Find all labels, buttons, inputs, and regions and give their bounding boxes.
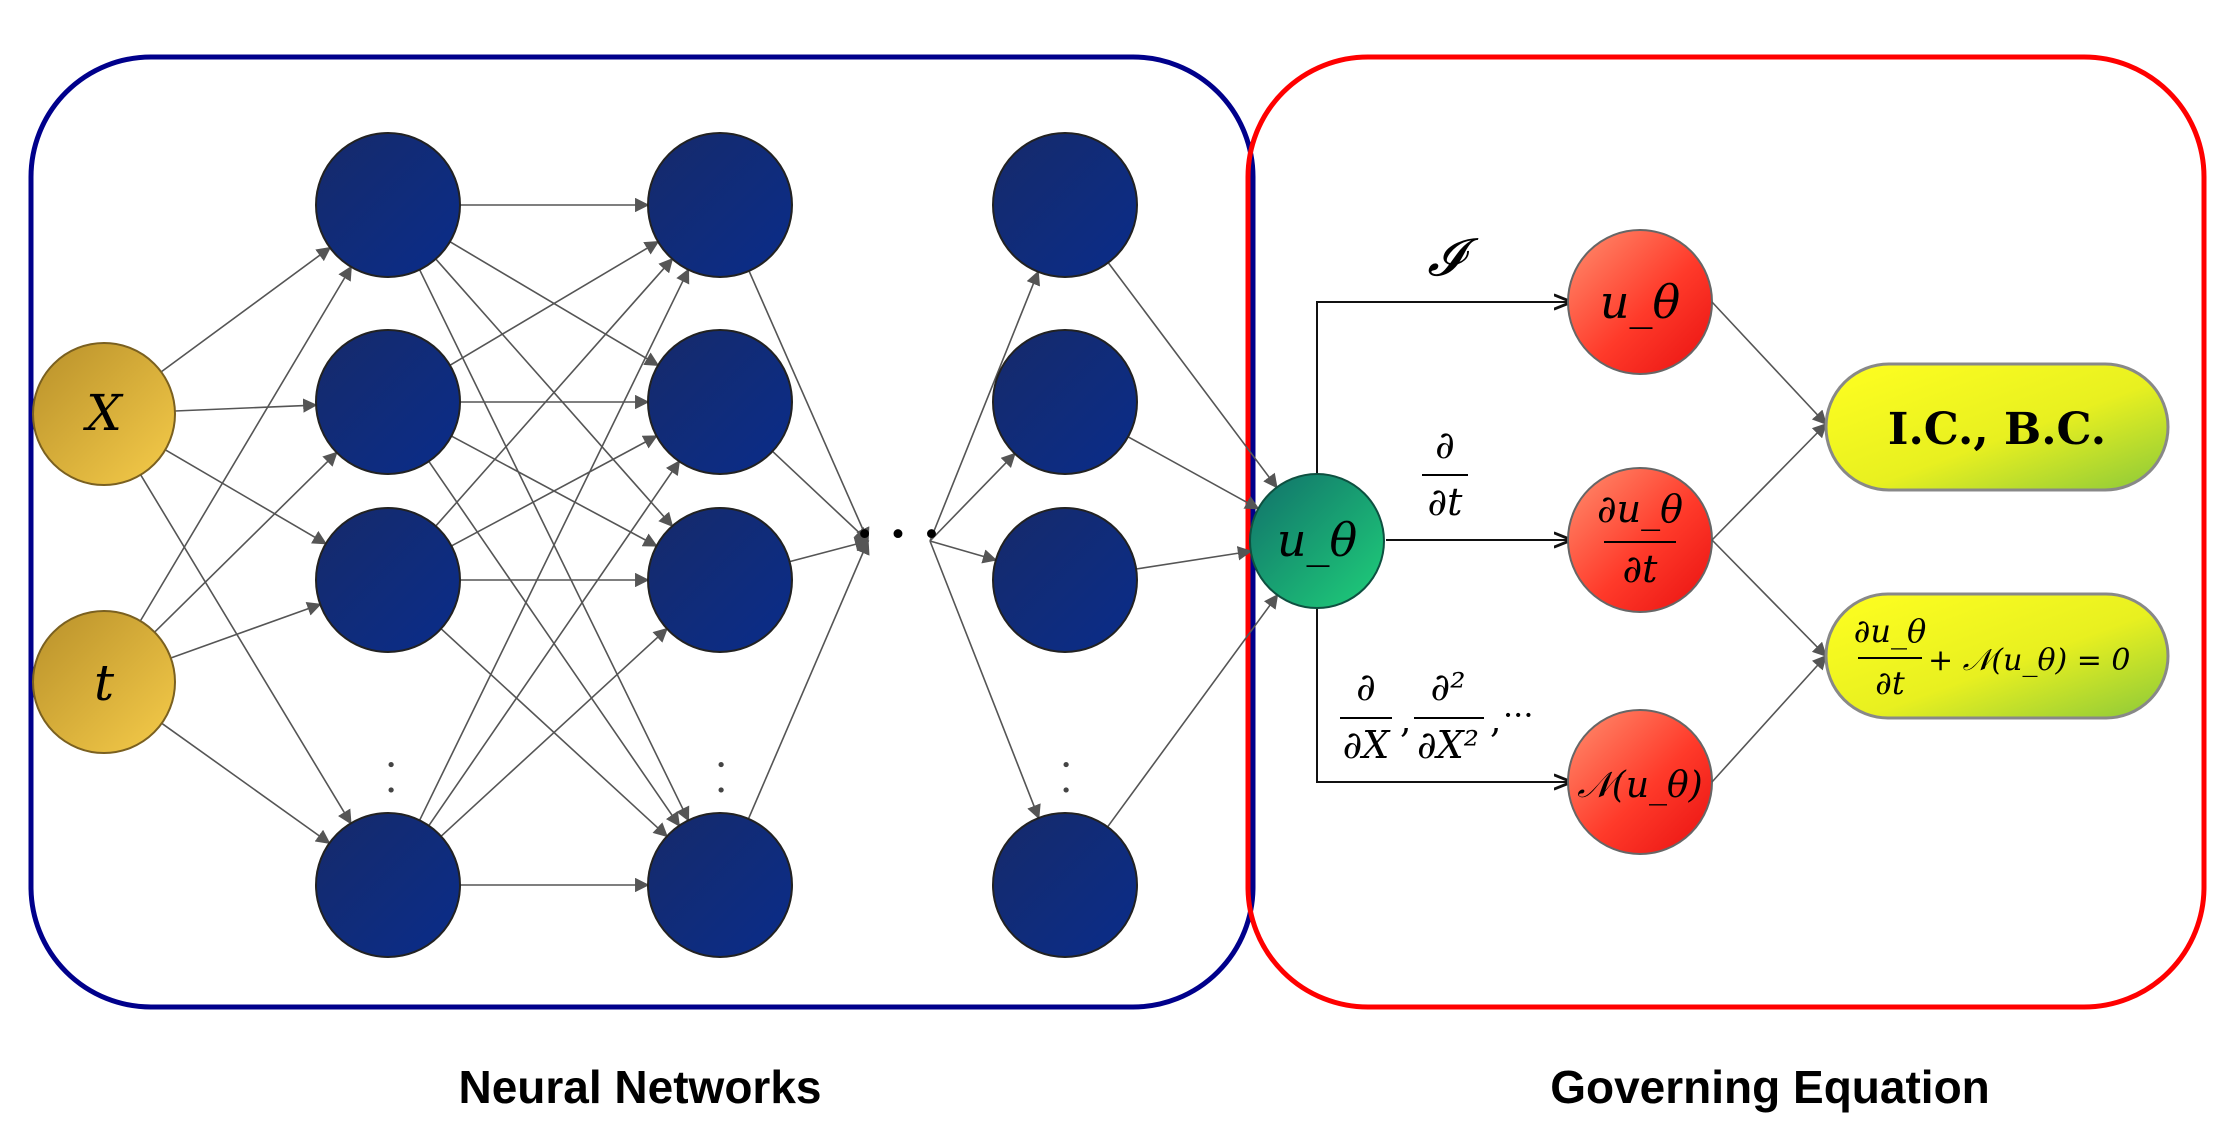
hidden-node-l2-n3 — [647, 507, 793, 653]
svg-text:∂X²: ∂X² — [1417, 723, 1479, 767]
operator-branches — [1316, 302, 1570, 782]
network-edge — [161, 722, 331, 844]
hidden-node-l1-n2 — [315, 329, 461, 475]
hidden-node-l2-n4 — [647, 812, 793, 958]
derived-node-du-dt: ∂u_θ ∂t — [1567, 467, 1713, 613]
hidden-node-l3-n2 — [992, 329, 1138, 475]
network-edge — [139, 474, 352, 825]
network-connections — [139, 197, 1279, 893]
network-edge — [929, 540, 1041, 820]
network-edge — [929, 540, 998, 564]
input-node-x: X — [32, 342, 176, 486]
network-edge — [174, 398, 318, 413]
svg-text:u_θ: u_θ — [1277, 513, 1357, 567]
svg-text:∂: ∂ — [1356, 665, 1376, 709]
network-edge — [160, 246, 332, 373]
network-edge — [435, 257, 674, 527]
svg-text:X: X — [82, 384, 124, 442]
hidden-nodes — [315, 132, 1138, 958]
network-edge — [1107, 262, 1278, 489]
neural-networks-caption: Neural Networks — [458, 1061, 822, 1113]
network-edge — [170, 601, 322, 659]
svg-text:,: , — [1400, 700, 1411, 741]
condition-connections — [1711, 301, 1828, 783]
svg-text:I.C., B.C.: I.C., B.C. — [1888, 404, 2106, 455]
layer3-vertical-ellipsis: · · · — [1042, 758, 1088, 822]
network-edge — [139, 265, 352, 622]
output-node-u-theta: u_θ — [1249, 473, 1385, 609]
hidden-node-l3-n1 — [992, 132, 1138, 278]
network-edge — [440, 627, 669, 837]
derived-node-u: u_θ — [1567, 229, 1713, 375]
hidden-node-l1-n3 — [315, 507, 461, 653]
layer2-vertical-ellipsis: · · · — [697, 758, 743, 822]
hidden-node-l3-n4 — [992, 812, 1138, 958]
hidden-node-l1-n4 — [315, 812, 461, 958]
svg-text:u_θ: u_θ — [1600, 275, 1680, 329]
space-derivative-operators: ∂ ∂X , ∂² ∂X² , ··· — [1340, 665, 1534, 767]
svg-text:,: , — [1490, 700, 1501, 741]
svg-text:∂: ∂ — [1435, 423, 1455, 467]
input-node-t: t — [32, 610, 176, 754]
time-derivative-operator: ∂ ∂t — [1422, 423, 1468, 524]
network-edge — [929, 452, 1016, 542]
identity-operator: 𝓘 — [1427, 228, 1479, 288]
network-edge — [1136, 546, 1253, 570]
network-edge — [771, 450, 870, 542]
svg-text:+ 𝒩(u_θ) = 0: + 𝒩(u_θ) = 0 — [1928, 643, 2131, 678]
hidden-node-l3-n3 — [992, 507, 1138, 653]
svg-text:∂u_θ: ∂u_θ — [1854, 612, 1926, 650]
network-edge — [164, 449, 328, 545]
network-edge — [449, 241, 660, 366]
layer1-vertical-ellipsis: · · · — [367, 758, 413, 822]
svg-text:t: t — [94, 654, 115, 712]
network-edge — [1106, 593, 1279, 828]
network-edge — [747, 539, 870, 820]
governing-equation-caption: Governing Equation — [1550, 1061, 1990, 1113]
network-edge — [789, 537, 870, 563]
hidden-node-l2-n2 — [647, 329, 793, 475]
pde-residual: ∂u_θ ∂t + 𝒩(u_θ) = 0 — [1824, 592, 2170, 720]
svg-text:∂t: ∂t — [1623, 547, 1659, 591]
hidden-node-l2-n1 — [647, 132, 793, 278]
network-edge — [418, 268, 690, 821]
governing-equation-box — [1245, 54, 2207, 1010]
svg-text:∂t: ∂t — [1428, 480, 1464, 524]
initial-boundary-conditions: I.C., B.C. — [1824, 362, 2170, 492]
svg-text:∂t: ∂t — [1875, 664, 1905, 702]
hidden-node-l1-n1 — [315, 132, 461, 278]
network-edge — [1127, 436, 1260, 510]
network-edge — [451, 435, 658, 547]
svg-text:𝒩(u_θ): 𝒩(u_θ) — [1577, 765, 1702, 806]
svg-text:···: ··· — [1503, 696, 1534, 734]
network-edge — [428, 460, 681, 827]
svg-text:∂²: ∂² — [1431, 665, 1466, 709]
svg-text:∂u_θ: ∂u_θ — [1597, 487, 1683, 532]
network-edge — [748, 270, 870, 543]
svg-text:∂X: ∂X — [1343, 723, 1392, 767]
network-edge — [153, 451, 338, 633]
network-edge — [929, 270, 1041, 542]
horizontal-ellipsis: · · · — [856, 506, 940, 562]
derived-node-n: 𝒩(u_θ) — [1567, 709, 1713, 855]
